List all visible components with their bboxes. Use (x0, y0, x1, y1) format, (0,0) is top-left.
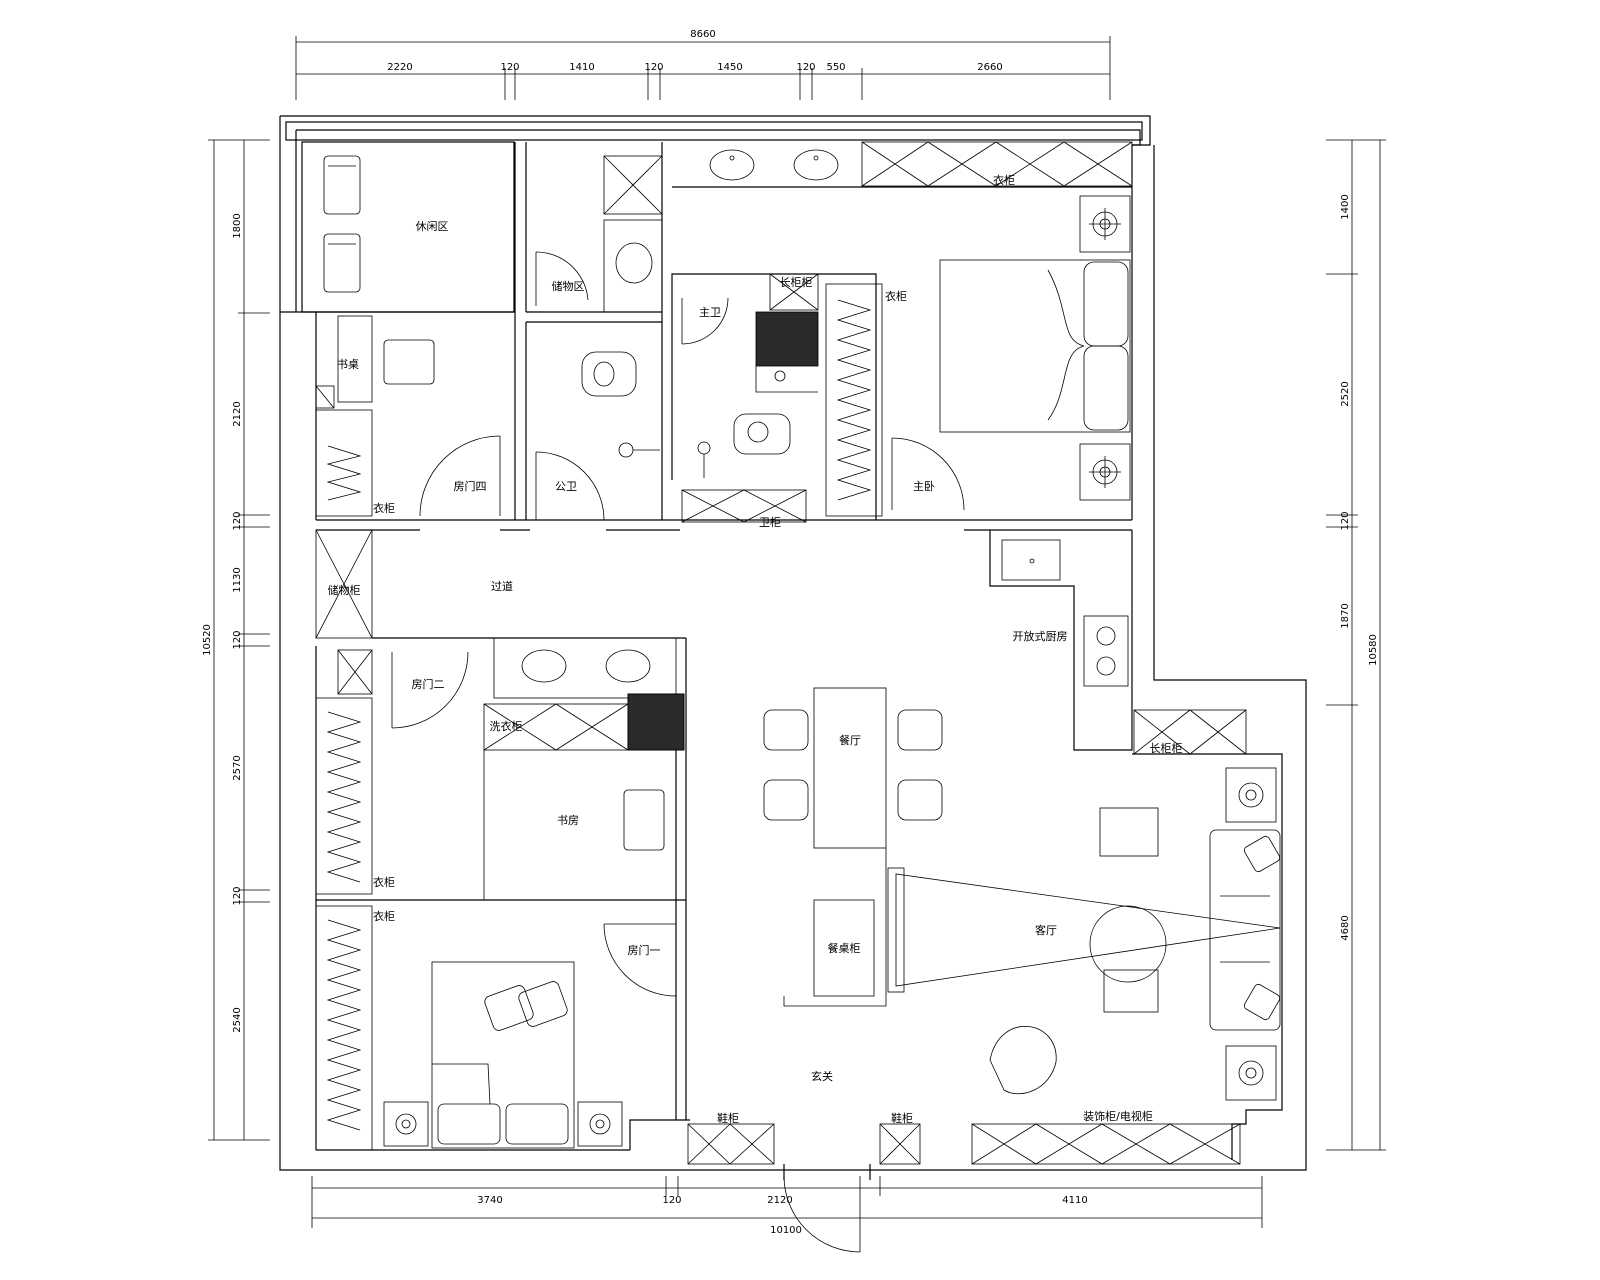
top-dim-2: 120 (500, 62, 519, 73)
label-door-4: 房门四 (454, 479, 487, 493)
label-dining-cabinet: 餐桌柜 (828, 941, 861, 955)
outer-walls (279, 115, 1307, 1171)
label-wardrobe-2: 衣柜 (373, 875, 395, 889)
bottom-dim-4: 4110 (1062, 1195, 1087, 1206)
bottom-dim-1: 3740 (477, 1195, 502, 1206)
room-label-study: 书房 (557, 814, 579, 827)
bottom-dim-2: 120 (662, 1195, 681, 1206)
study-room (315, 315, 501, 517)
top-dimensions (295, 36, 1111, 100)
master-closet (825, 141, 1133, 517)
guest-bath (535, 351, 660, 521)
label-wash-cabinet: 卫柜 (759, 516, 781, 529)
label-wardrobe: 衣柜 (373, 501, 395, 515)
top-total-dim: 8660 (690, 29, 715, 40)
label-master-closet: 衣柜 (885, 289, 907, 303)
right-dim-5: 4680 (1340, 915, 1351, 940)
corridor (315, 529, 373, 695)
left-dim-3: 120 (232, 511, 243, 530)
dining-area (763, 687, 943, 1007)
label-wardrobe-3: 衣柜 (373, 909, 395, 923)
label-door-2: 房门二 (412, 677, 445, 691)
top-dim-6: 120 (796, 62, 815, 73)
living-room (887, 753, 1283, 1165)
master-bath (681, 273, 819, 478)
label-shoe-right: 鞋柜 (891, 1111, 913, 1125)
left-dim-6: 2570 (232, 755, 243, 780)
label-hall-cabinet: 储物柜 (328, 583, 361, 597)
room-label-dining: 餐厅 (839, 733, 861, 747)
bedroom-1 (315, 900, 690, 1151)
label-door-1: 房门一 (628, 943, 661, 957)
room-label-entrance: 玄关 (811, 1069, 833, 1083)
label-master-door: 主卧 (913, 480, 935, 493)
bottom-dimensions (311, 1176, 1263, 1228)
top-dim-1: 2220 (387, 62, 412, 73)
label-storage-mid: 长柜柜 (1150, 742, 1183, 755)
room-label-leisure: 休闲区 (416, 219, 449, 233)
leisure-room (323, 155, 361, 293)
room-label-kitchen: 开放式厨房 (1013, 629, 1068, 643)
label-desk: 书桌 (337, 358, 359, 371)
top-dim-5: 1450 (717, 62, 742, 73)
storage-room (535, 155, 663, 313)
top-sinks (681, 149, 839, 523)
room-label-hallway: 过道 (491, 579, 513, 593)
room-label-guest-bath: 公卫 (555, 480, 577, 493)
left-dim-8: 2540 (232, 1007, 243, 1032)
left-dim-4: 1130 (232, 567, 243, 592)
left-dim-2: 2120 (232, 401, 243, 426)
study-room-2 (315, 637, 687, 1120)
right-dimensions (1326, 139, 1386, 1151)
top-dim-3: 1410 (569, 62, 594, 73)
left-dim-5: 120 (232, 630, 243, 649)
top-dim-7: 550 (826, 62, 845, 73)
room-label-master-bath: 主卫 (699, 306, 721, 319)
master-bedroom (891, 195, 1131, 511)
right-dim-3: 120 (1340, 511, 1351, 530)
label-long-cabinet-top: 长柜柜 (780, 276, 813, 289)
top-dim-4: 120 (644, 62, 663, 73)
interior-walls (280, 141, 1132, 531)
left-total-dim: 10520 (202, 624, 213, 656)
bottom-total-dim: 10100 (770, 1225, 802, 1236)
left-dim-7: 120 (232, 886, 243, 905)
label-sink-cabinet: 洗衣柜 (490, 719, 523, 733)
top-dim-8: 2660 (977, 62, 1002, 73)
right-dim-4: 1870 (1340, 603, 1351, 628)
label-tv-cabinet: 装饰柜/电视柜 (1083, 1109, 1153, 1123)
room-label-living: 客厅 (1035, 923, 1057, 937)
label-cabinet-row-top: 衣柜 (993, 173, 1015, 187)
label-shoe-left: 鞋柜 (717, 1111, 739, 1125)
bottom-dim-3: 2120 (767, 1195, 792, 1206)
room-label-storage: 储物区 (552, 279, 585, 293)
kitchen (989, 530, 1247, 755)
right-dim-1: 1400 (1340, 194, 1351, 219)
left-dim-1: 1800 (232, 213, 243, 238)
right-dim-2: 2520 (1340, 381, 1351, 406)
entrance (687, 1123, 921, 1253)
right-total-dim: 10580 (1368, 634, 1379, 666)
left-dimensions (208, 139, 270, 1141)
